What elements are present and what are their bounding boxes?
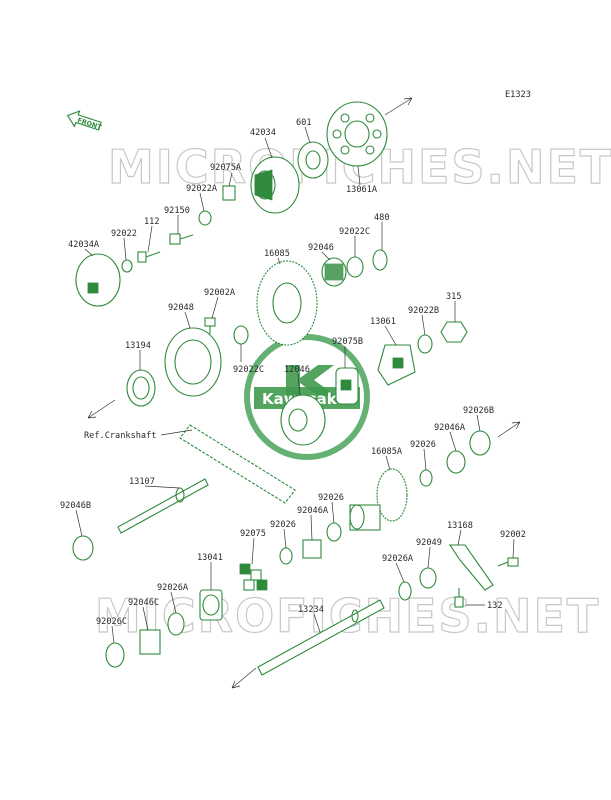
- part-label: 92022: [111, 229, 137, 239]
- part-92075b-damper: [335, 367, 359, 405]
- part-42034-pulley: [250, 156, 300, 214]
- part-92002-bolt: [497, 557, 519, 567]
- part-label: 92075A: [210, 163, 242, 173]
- part-13168-lever: [448, 544, 494, 591]
- part-92002a-bolt: [204, 317, 216, 334]
- part-12046-clutch: [280, 394, 326, 446]
- part-92049-seal: [419, 567, 437, 589]
- part-label: 92046B: [60, 501, 91, 511]
- part-92048-seal: [164, 327, 222, 397]
- axis-arrows: [87, 97, 521, 689]
- part-92022c-ring: [233, 325, 249, 345]
- part-601-bearing: [297, 141, 329, 179]
- part-label: 92150: [164, 206, 190, 216]
- part-label: 13234: [298, 605, 324, 615]
- part-label: 92048: [168, 303, 194, 313]
- part-label: 92075: [240, 529, 266, 539]
- part-label: 16085: [264, 249, 290, 259]
- part-92026b-washer: [469, 430, 491, 456]
- part-13194-seal: [126, 369, 156, 407]
- part-92022a-washer: [198, 210, 212, 226]
- part-92046c-bearing: [139, 629, 161, 655]
- part-92022c-washer: [346, 256, 364, 278]
- part-label: 92022A: [186, 184, 218, 194]
- part-label: 13107: [129, 477, 155, 487]
- kawasaki-logo: Kawasaki: [244, 334, 370, 460]
- part-label: 13168: [447, 521, 473, 531]
- part-label: 92026A: [382, 554, 414, 564]
- part-92022b-washer: [417, 334, 433, 354]
- part-13061a-drive-face: [326, 101, 388, 167]
- part-label: 92026: [318, 493, 344, 503]
- part-label: 92046A: [297, 506, 329, 516]
- part-label: 92026C: [96, 617, 127, 627]
- part-92150-bolt: [169, 233, 194, 245]
- part-92026c-washer: [105, 642, 125, 668]
- part-92046a-bearing: [446, 450, 466, 474]
- part-label: 13041: [197, 553, 223, 563]
- front-arrow-icon: FRONT: [66, 110, 103, 132]
- part-label: 601: [296, 118, 312, 128]
- part-13041-hub: [199, 589, 223, 621]
- part-92026-washer-c: [279, 547, 293, 565]
- part-480-circlip: [372, 249, 388, 271]
- part-92046a-bearing-b: [302, 539, 322, 559]
- part-label: 92022B: [408, 306, 439, 316]
- part-label: 92002A: [204, 288, 236, 298]
- part-16085-gear: [256, 260, 318, 346]
- part-16085a-gear: [349, 468, 408, 531]
- part-42034a-pulley: [75, 253, 121, 307]
- part-label: 92046A: [434, 423, 466, 433]
- part-label: 92026: [410, 440, 436, 450]
- part-92026-washer-a: [419, 469, 433, 487]
- part-112-bolt: [137, 251, 161, 263]
- part-label: 42034: [250, 128, 276, 138]
- part-label: 12046: [284, 365, 310, 375]
- part-label: 92002: [500, 530, 526, 540]
- part-92026a-ring: [167, 612, 185, 636]
- part-13061-hub: [377, 344, 416, 386]
- part-label: 92046: [308, 243, 334, 253]
- part-label: 132: [487, 601, 503, 611]
- part-13234-output-shaft: [257, 599, 385, 676]
- part-92075a: [222, 185, 236, 201]
- part-label: 92026A: [157, 583, 189, 593]
- ref-crankshaft-label: Ref.Crankshaft: [84, 431, 156, 441]
- part-92046-needle-bearing: [321, 257, 347, 287]
- part-315-nut: [440, 321, 468, 343]
- part-label: 92022C: [233, 365, 264, 375]
- part-label: 92026B: [463, 406, 494, 416]
- part-92075-damper: [239, 563, 268, 591]
- part-label: 13194: [125, 341, 151, 351]
- part-label: 92026: [270, 520, 296, 530]
- part-92022-washer: [121, 259, 133, 273]
- part-92026a-washer: [398, 581, 412, 601]
- part-label: 13061A: [346, 185, 378, 195]
- part-label: 112: [144, 217, 160, 227]
- part-label: 92049: [416, 538, 442, 548]
- part-92026-washer-b: [326, 522, 342, 542]
- part-label: 13061: [370, 317, 396, 327]
- part-92046b-bearing: [72, 535, 94, 561]
- part-label: 92046C: [128, 598, 159, 608]
- part-label: 42034A: [68, 240, 100, 250]
- part-label: 480: [374, 213, 390, 223]
- part-label: 92075B: [332, 337, 363, 347]
- drive-belt: [179, 424, 296, 504]
- diagram-code: E1323: [505, 90, 531, 100]
- part-label: 315: [446, 292, 462, 302]
- part-label: 16085A: [371, 447, 403, 457]
- part-132-bolt: [454, 588, 464, 608]
- leader-lines: [75, 126, 515, 644]
- part-label: 92022C: [339, 227, 370, 237]
